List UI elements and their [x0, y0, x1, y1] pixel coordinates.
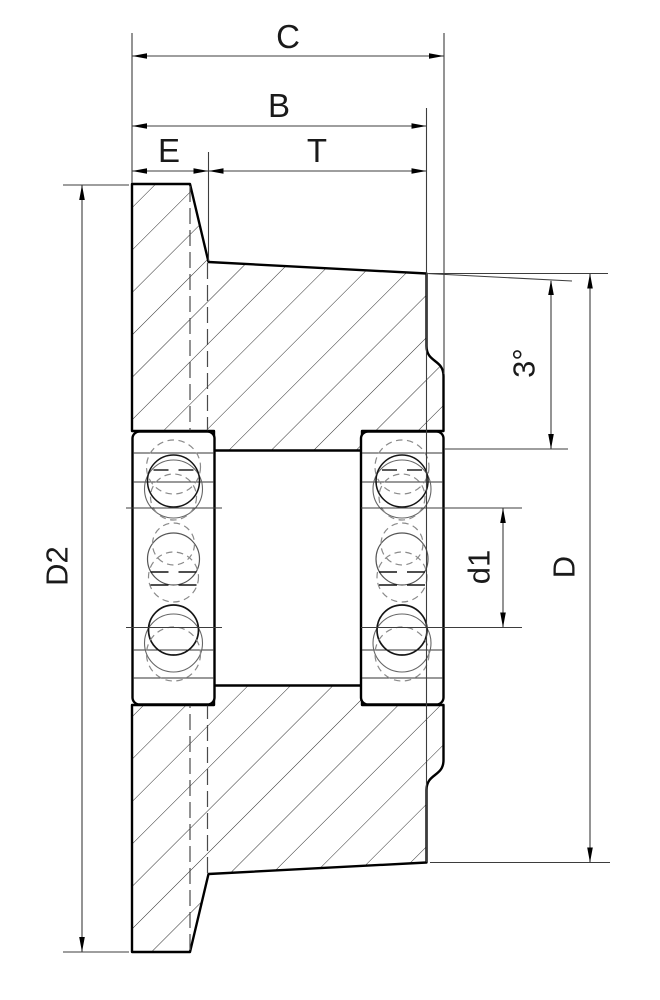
body-lower-half: [130, 684, 445, 954]
right-bearing-housing: [359, 430, 445, 706]
label-dim-d1: d1: [462, 550, 497, 584]
arrowheads: [79, 53, 593, 952]
left-bearing: [131, 430, 216, 706]
label-dim-e: E: [158, 132, 180, 169]
label-dim-c: C: [276, 18, 300, 55]
dimension-labels: C B E T D2 3° d1 D: [40, 18, 582, 586]
body-upper-half: [130, 182, 445, 452]
right-bearing: [359, 430, 445, 706]
label-dim-d: D: [547, 556, 582, 578]
taper-angle-slope-line: [426, 272, 573, 282]
right-bearing-balls: [372, 439, 432, 682]
label-dim-b: B: [268, 87, 290, 124]
label-dim-angle: 3°: [507, 348, 542, 378]
left-bearing-balls: [143, 439, 204, 682]
label-dim-t: T: [307, 132, 327, 169]
left-bearing-housing: [131, 430, 216, 706]
dimension-lines: [79, 53, 593, 952]
label-dim-d2: D2: [40, 546, 75, 586]
extension-lines: [63, 33, 610, 953]
